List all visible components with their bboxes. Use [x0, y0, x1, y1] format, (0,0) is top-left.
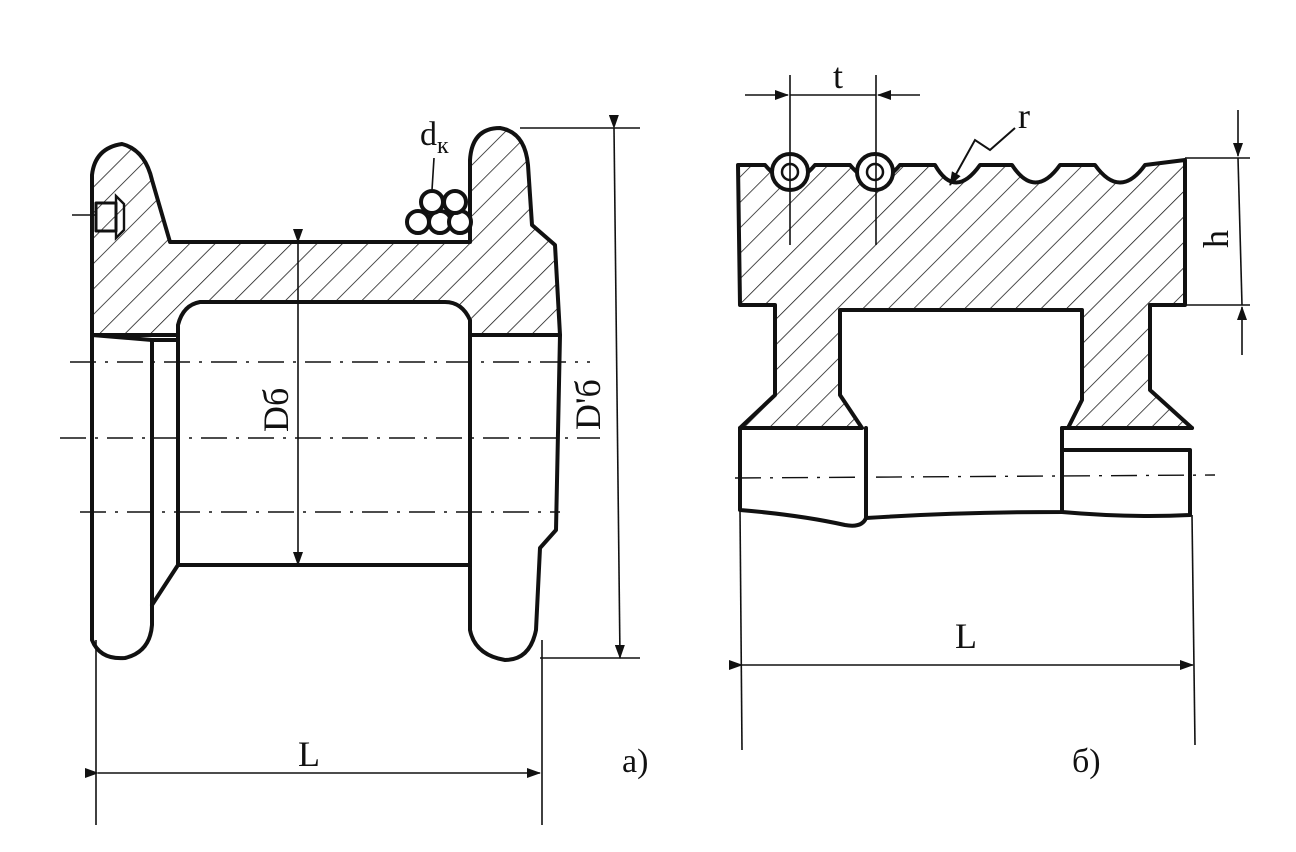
- label-db: Dб: [256, 388, 296, 432]
- rope-coils: [405, 189, 473, 235]
- label-db-prime: D'б: [568, 379, 608, 430]
- lb-ext-right: [1191, 514, 1196, 746]
- label-t: t: [833, 56, 843, 96]
- left-flange: [90, 333, 154, 661]
- db-prime-dimension-line: [608, 114, 625, 659]
- bolt-washer: [114, 193, 126, 241]
- figure-b-grooved-drum: t r h L б): [729, 56, 1250, 780]
- dk-leader: [431, 157, 435, 191]
- shaft-lower-mid: [864, 426, 1064, 520]
- lb-ext-left: [739, 509, 743, 751]
- drum-b-hatched-section: [736, 158, 1194, 430]
- label-dk: dк: [420, 116, 449, 159]
- bore-outline: [176, 328, 472, 567]
- left-hub: [150, 338, 180, 607]
- caption-a: а): [622, 743, 648, 780]
- rope-sections: [770, 152, 895, 192]
- axis-line-b: [734, 474, 1216, 479]
- h-dimension-line: [1237, 157, 1243, 306]
- label-r: r: [1018, 96, 1030, 136]
- shaft-lower-left: [738, 426, 868, 528]
- caption-b: б): [1072, 743, 1101, 780]
- figure-a-drum: dк Dб D'б L а): [60, 114, 648, 825]
- r-leader: [949, 127, 1016, 186]
- label-h: h: [1196, 230, 1236, 248]
- label-lb: L: [955, 616, 977, 656]
- shaft-lower-right: [1060, 448, 1192, 518]
- right-flange: [468, 333, 562, 662]
- label-la: L: [298, 734, 320, 774]
- drum-a-hatched-section: [90, 126, 562, 337]
